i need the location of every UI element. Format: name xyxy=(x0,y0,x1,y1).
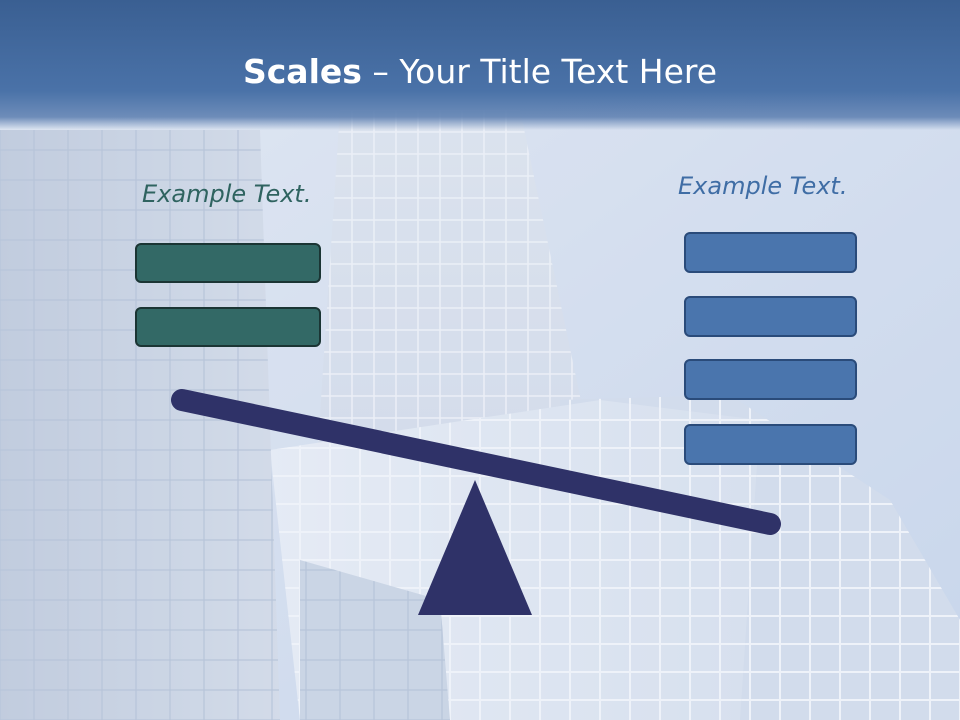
slide-title-bold: Scales xyxy=(242,52,362,91)
left-weight-box[interactable] xyxy=(135,307,321,347)
slide-title[interactable]: Scales – Your Title Text Here xyxy=(0,52,960,91)
right-weight-box[interactable] xyxy=(684,359,857,400)
title-bar xyxy=(0,0,960,130)
left-label[interactable]: Example Text. xyxy=(142,180,312,208)
right-weight-box[interactable] xyxy=(684,232,857,273)
right-weight-box[interactable] xyxy=(684,424,857,465)
right-label[interactable]: Example Text. xyxy=(678,172,848,200)
left-weight-box[interactable] xyxy=(135,243,321,283)
right-weight-box[interactable] xyxy=(684,296,857,337)
slide-title-rest: – Your Title Text Here xyxy=(361,52,718,91)
